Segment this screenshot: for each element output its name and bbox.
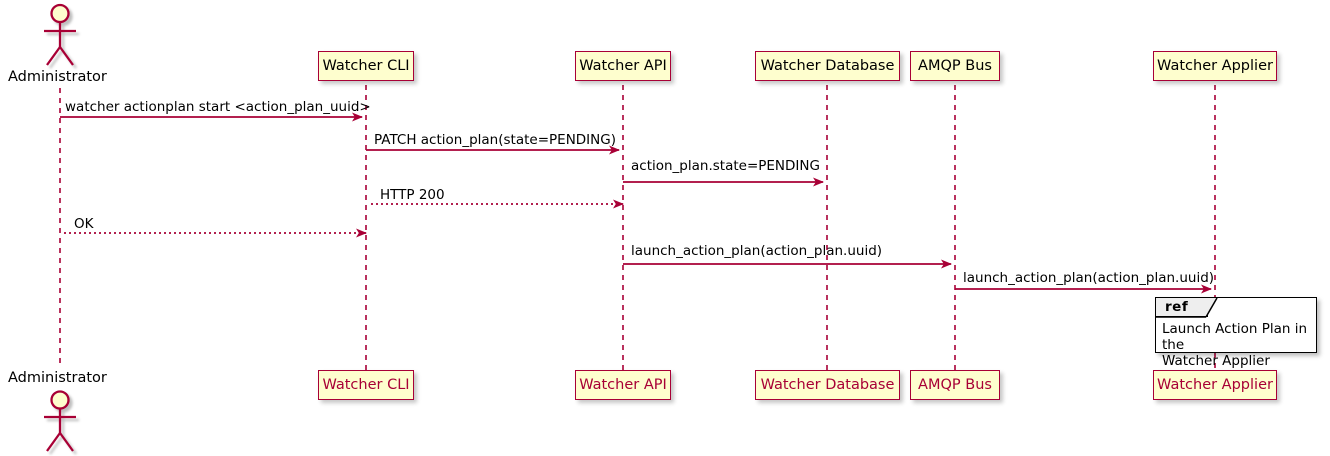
- participant-watcher-cli-top[interactable]: Watcher CLI: [318, 51, 414, 81]
- actor-glyph-bottom: [44, 390, 76, 452]
- lifelines: [59, 85, 1216, 370]
- participant-watcher-database-bottom[interactable]: Watcher Database: [755, 370, 900, 400]
- ref-fragment-tab-label: ref: [1156, 298, 1208, 317]
- message-label-launch-action-plan-bus-to-applier: launch_action_plan(action_plan.uuid): [963, 270, 1215, 286]
- participant-watcher-api-top[interactable]: Watcher API: [575, 51, 671, 81]
- message-arrows: [60, 112, 1212, 294]
- participant-watcher-applier-top[interactable]: Watcher Applier: [1153, 51, 1277, 81]
- participant-watcher-applier-bottom[interactable]: Watcher Applier: [1153, 370, 1277, 400]
- message-label-http-200: HTTP 200: [380, 187, 445, 203]
- actor-label-administrator-top: Administrator: [8, 69, 107, 85]
- participant-amqp-bus-top[interactable]: AMQP Bus: [910, 51, 1000, 81]
- participant-watcher-api-bottom[interactable]: Watcher API: [575, 370, 671, 400]
- message-label-ok: OK: [74, 216, 94, 232]
- ref-fragment-text: Launch Action Plan in the Watcher Applie…: [1162, 321, 1308, 369]
- message-label-watcher-actionplan-start: watcher actionplan start <action_plan_uu…: [65, 99, 371, 115]
- actor-glyph-top: [44, 3, 76, 66]
- message-label-action-plan-state-pending: action_plan.state=PENDING: [631, 158, 820, 174]
- message-label-launch-action-plan-api-to-bus: launch_action_plan(action_plan.uuid): [631, 243, 883, 259]
- actor-label-administrator-bottom: Administrator: [8, 370, 107, 386]
- participant-amqp-bus-bottom[interactable]: AMQP Bus: [910, 370, 1000, 400]
- ref-fragment: ref Launch Action Plan in the Watcher Ap…: [1155, 297, 1317, 369]
- actor-head-icon: [50, 3, 70, 24]
- participant-watcher-database-top[interactable]: Watcher Database: [755, 51, 900, 81]
- actor-head-icon-bottom: [50, 390, 70, 410]
- participant-watcher-cli-bottom[interactable]: Watcher CLI: [318, 370, 414, 400]
- ref-fragment-tab-corner: [1156, 297, 1218, 318]
- message-label-patch-action-plan: PATCH action_plan(state=PENDING): [374, 132, 616, 148]
